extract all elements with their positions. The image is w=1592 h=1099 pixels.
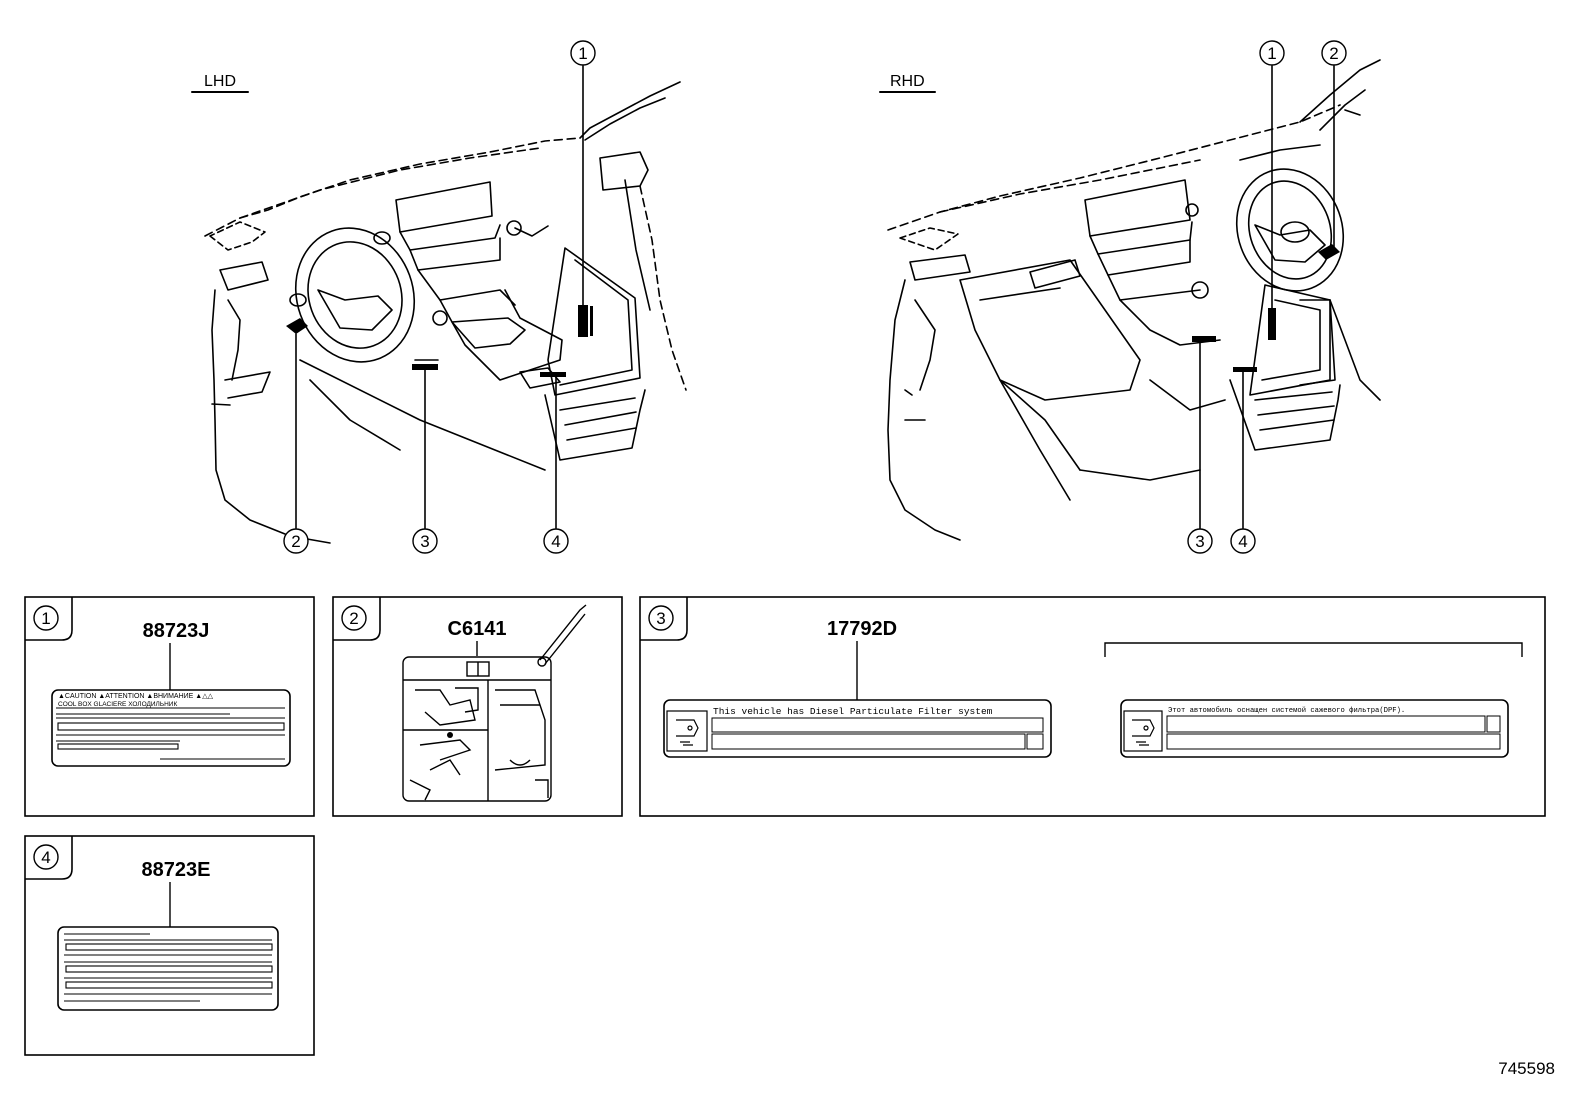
- lhd-callout-2-text: 2: [291, 532, 300, 551]
- part-1-label-subheading: COOL BOX GLACIERE ХОЛОДИЛЬНИК: [58, 701, 177, 708]
- part-3-label-ru: Этот автомобиль оснащен системой сажевог…: [1120, 699, 1509, 758]
- part-3-label-en: This vehicle has Diesel Particulate Filt…: [663, 699, 1052, 758]
- dpf-icon-ru: [1132, 719, 1155, 746]
- diagram-code: 745598: [1498, 1059, 1555, 1078]
- part-1-label-drawing: [51, 689, 291, 767]
- lhd-callout-4: 4: [543, 528, 569, 554]
- part-box-1: 1 88723J ▲CAUTION ▲ATTENTION ▲ВНИМАНИЕ ▲…: [24, 596, 315, 817]
- part-3-label-en-text: This vehicle has Diesel Particulate Filt…: [713, 706, 993, 717]
- rhd-callout-1: 1: [1259, 40, 1285, 66]
- rhd-callout-1-text: 1: [1267, 44, 1276, 63]
- rhd-callout-4-text: 4: [1238, 532, 1247, 551]
- part-3-number: 17792D: [827, 618, 897, 640]
- part-box-4: 4 88723E: [24, 835, 315, 1056]
- lhd-callout-4-text: 4: [551, 532, 560, 551]
- rhd-label: RHD: [890, 73, 925, 90]
- part-3-label-ru-text: Этот автомобиль оснащен системой сажевог…: [1168, 706, 1405, 715]
- lhd-callout-3-text: 3: [420, 532, 429, 551]
- part-box-3: 3 17792D This vehicle has Diesel Particu…: [639, 596, 1546, 817]
- lhd-callout-1-text: 1: [578, 44, 587, 63]
- part-3-index: 3: [656, 609, 665, 628]
- lhd-callouts: 1 2 3 4: [283, 40, 596, 554]
- rhd-callouts: 1 2 3 4: [1187, 40, 1347, 554]
- part-1-index: 1: [41, 609, 50, 628]
- lhd-label: LHD: [204, 73, 236, 90]
- part-2-index: 2: [349, 609, 358, 628]
- lhd-view: LHD: [191, 65, 687, 544]
- part-4-number: 88723E: [142, 859, 211, 881]
- lhd-callout-2: 2: [283, 528, 309, 554]
- rhd-callout-2: 2: [1321, 40, 1347, 66]
- rhd-callout-4: 4: [1230, 528, 1256, 554]
- part-1-label-heading: ▲CAUTION ▲ATTENTION ▲ВНИМАНИЕ ▲△△: [58, 693, 214, 700]
- rhd-callout-3-text: 3: [1195, 532, 1204, 551]
- rhd-callout-3: 3: [1187, 528, 1213, 554]
- part-1-number: 88723J: [143, 620, 210, 642]
- dpf-icon: [676, 719, 699, 746]
- part-box-2: 2 C6141: [332, 596, 623, 817]
- part-2-label-drawing: [402, 604, 587, 802]
- lhd-callout-3: 3: [412, 528, 438, 554]
- rhd-callout-2-text: 2: [1329, 44, 1338, 63]
- part-2-number: C6141: [448, 618, 507, 640]
- lhd-callout-1: 1: [570, 40, 596, 66]
- rhd-view: RHD: [879, 59, 1381, 541]
- part-4-label-drawing: [57, 926, 279, 1011]
- part-4-index: 4: [41, 848, 50, 867]
